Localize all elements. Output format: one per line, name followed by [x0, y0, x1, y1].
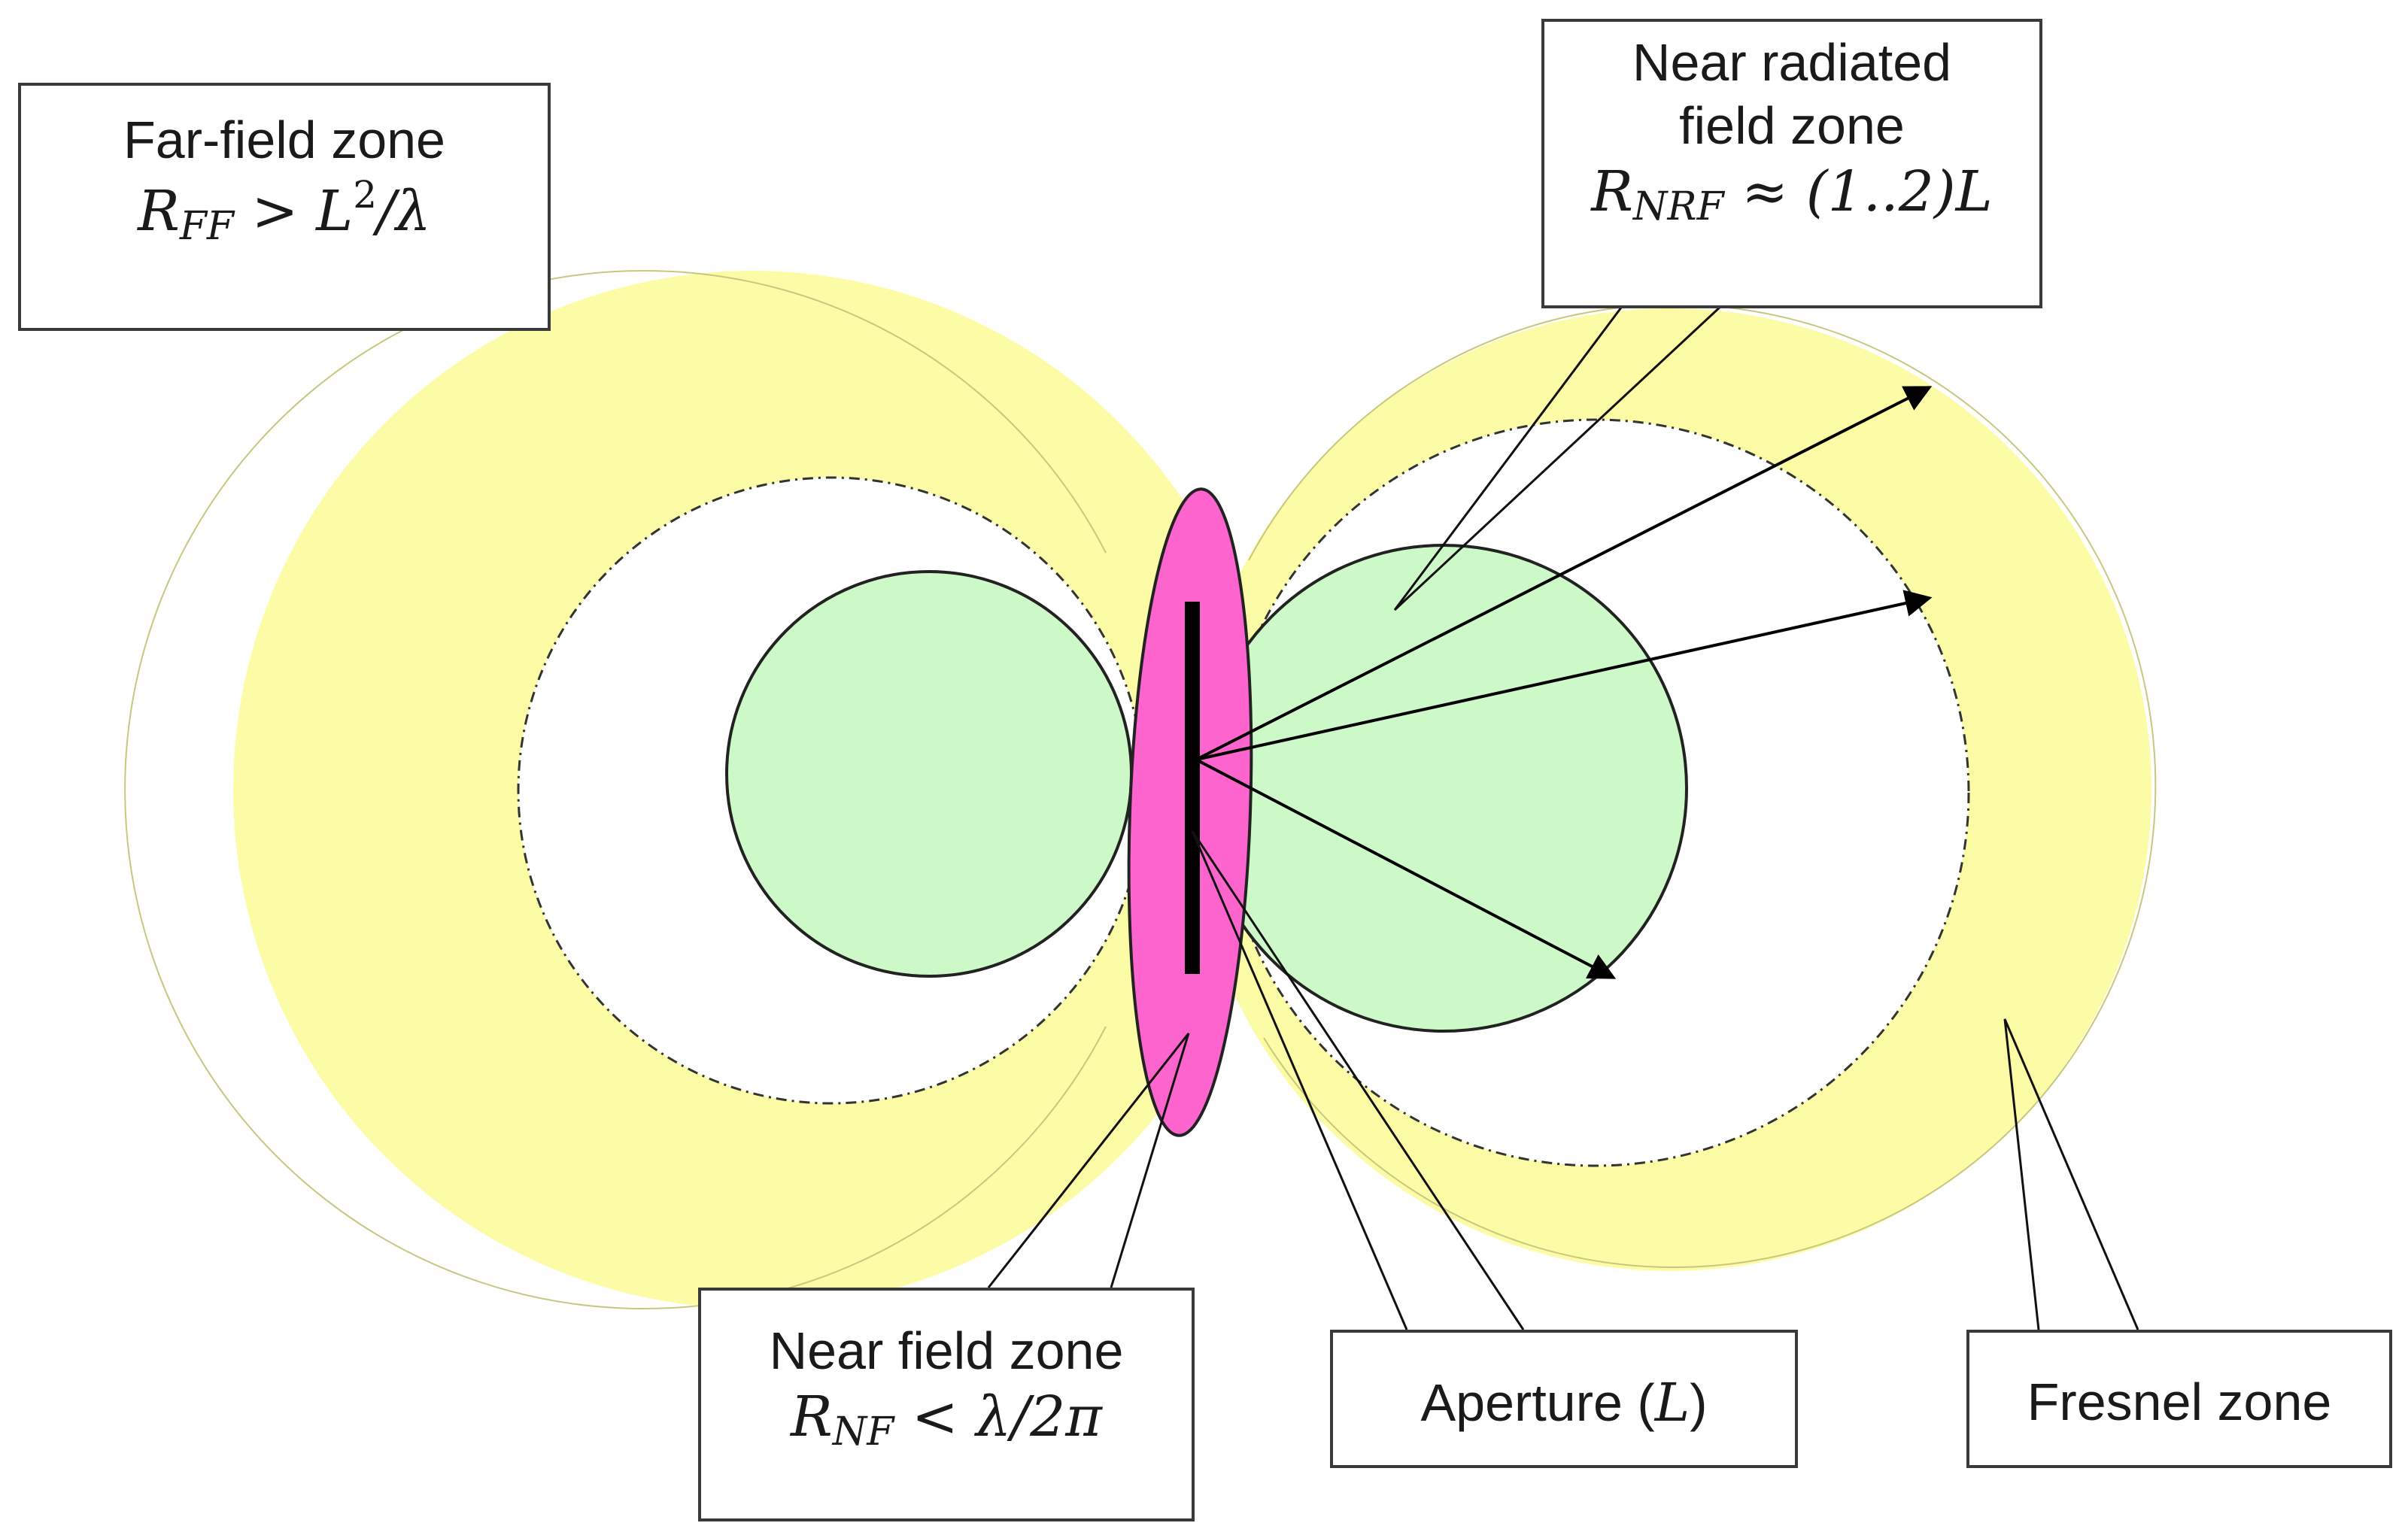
near-field-formula: RNF < λ/2π — [791, 1385, 1102, 1455]
far-field-formula: RFF > L2/λ — [138, 173, 431, 249]
near-radiated-formula: RNRF ≈ (1..2)L — [1591, 159, 1993, 229]
fresnel-outer-radius-arrow — [1195, 386, 1933, 761]
aperture-label-box: Aperture (L) — [1330, 1330, 1798, 1468]
fresnel-callout-pointer — [2003, 1018, 2139, 1330]
aperture-callout-pointer — [1191, 830, 1525, 1330]
fresnel-inner-radius-arrow — [1195, 590, 1933, 761]
near-radiated-zone-right-lobe — [1199, 544, 1688, 1033]
fresnel-zone-label-box: Fresnel zone — [1966, 1330, 2392, 1468]
near-radiated-zone-left-lobe — [725, 570, 1133, 978]
near-field-zone-label-box: Near field zone RNF < λ/2π — [698, 1288, 1195, 1521]
callout-pointers — [987, 303, 2139, 1330]
radius-arrows — [1195, 386, 1933, 979]
fresnel-zone-label: Fresnel zone — [2027, 1373, 2332, 1431]
near-radiated-radius-arrow — [1195, 758, 1617, 979]
near-field-callout-pointer — [987, 1033, 1190, 1288]
near-radiated-label-line1: Near radiated — [1632, 33, 1952, 92]
near-radiated-callout-pointer — [1393, 303, 1724, 611]
aperture-label: Aperture (L) — [1420, 1372, 1708, 1433]
near-radiated-label-line2: field zone — [1679, 96, 1905, 155]
near-radiated-field-zone-label-box: Near radiated field zone RNRF ≈ (1..2)L — [1541, 19, 2042, 308]
far-field-zone-label: Far-field zone — [123, 111, 445, 169]
near-field-zone-label: Near field zone — [769, 1321, 1124, 1380]
far-field-zone-label-box: Far-field zone RFF > L2/λ — [18, 83, 551, 331]
